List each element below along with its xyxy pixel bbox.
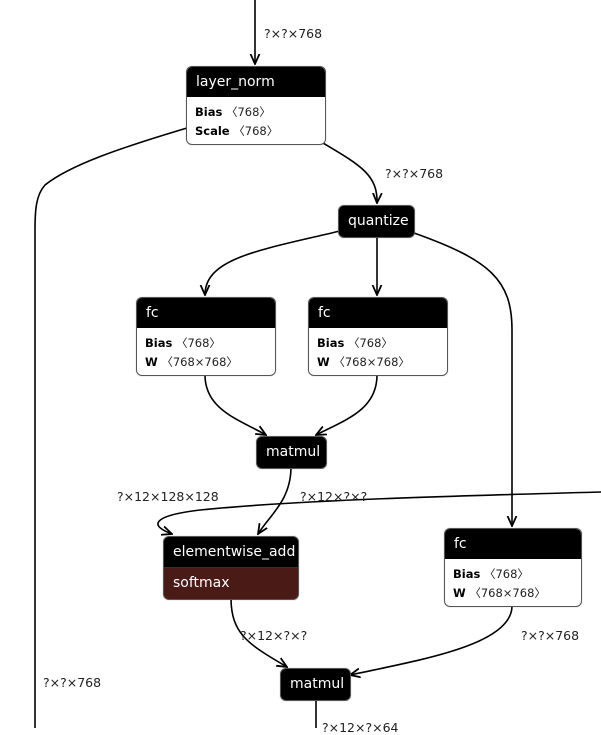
edge-label-layer-norm-quantize: ?×?×768 — [385, 166, 444, 181]
node-title: fc — [309, 298, 447, 328]
attr-name: W — [145, 355, 158, 369]
attr-name: Bias — [317, 336, 345, 350]
edge-layer-norm-quantize — [322, 142, 377, 203]
attr-name: Bias — [453, 567, 481, 581]
attr-value: 〈768×768〉 — [333, 355, 410, 369]
node-matmul-bottom[interactable]: matmul — [280, 668, 351, 701]
node-title: quantize — [339, 206, 414, 236]
attr-row: Bias 〈768〉 — [453, 565, 573, 584]
node-title: matmul — [257, 437, 326, 467]
attr-name: W — [453, 586, 466, 600]
fused-activation-softmax: softmax — [164, 567, 298, 599]
attr-value: 〈768〉 — [233, 124, 279, 138]
node-fc-left[interactable]: fc Bias 〈768〉 W 〈768×768〉 — [136, 297, 276, 376]
attr-row: W 〈768×768〉 — [145, 353, 267, 372]
attr-name: W — [317, 355, 330, 369]
attr-value: 〈768〉 — [483, 567, 529, 581]
node-title: layer_norm — [187, 67, 325, 97]
node-attributes: Bias 〈768〉 W 〈768×768〉 — [309, 328, 447, 375]
edge-fc-mid-matmul — [316, 374, 378, 435]
edge-fc-right-matmul — [350, 605, 513, 675]
attr-row: Bias 〈768〉 — [317, 334, 439, 353]
edge-label-softmax-matmul: ?×12×?×? — [240, 628, 308, 643]
attr-row: Bias 〈768〉 — [195, 103, 317, 122]
edge-label-residual: ?×?×768 — [43, 675, 102, 690]
node-title: fc — [137, 298, 275, 328]
node-attributes: Bias 〈768〉 W 〈768×768〉 — [445, 559, 581, 606]
edge-quantize-fc-right — [413, 232, 512, 526]
node-elementwise-add[interactable]: elementwise_add softmax — [163, 536, 299, 600]
node-title: elementwise_add — [164, 537, 298, 567]
edge-quantize-fc-left — [205, 230, 341, 295]
attr-row: Bias 〈768〉 — [145, 334, 267, 353]
node-quantize[interactable]: quantize — [338, 205, 415, 238]
node-title: matmul — [281, 669, 350, 699]
node-matmul-top[interactable]: matmul — [256, 436, 327, 469]
node-attributes: Bias 〈768〉 Scale 〈768〉 — [187, 97, 325, 144]
attr-value: 〈768×768〉 — [161, 355, 238, 369]
edge-softmax-matmul — [230, 597, 287, 667]
edge-layer-norm-residual — [34, 127, 188, 728]
attr-value: 〈768〉 — [347, 336, 393, 350]
edge-label-external-add: ?×12×128×128 — [117, 489, 219, 504]
edge-external-add — [157, 491, 601, 534]
node-title: fc — [445, 529, 581, 559]
attr-row: Scale 〈768〉 — [195, 122, 317, 141]
attr-value: 〈768〉 — [225, 105, 271, 119]
node-fc-right[interactable]: fc Bias 〈768〉 W 〈768×768〉 — [444, 528, 582, 607]
edge-label-matmul-add: ?×12×?×? — [300, 489, 368, 504]
attr-value: 〈768〉 — [175, 336, 221, 350]
node-attributes: Bias 〈768〉 W 〈768×768〉 — [137, 328, 275, 375]
attr-row: W 〈768×768〉 — [453, 584, 573, 603]
edge-matmul-add — [258, 466, 292, 534]
edge-label-input: ?×?×768 — [264, 26, 323, 41]
attr-name: Scale — [195, 124, 230, 138]
edge-label-fc-right-matmul: ?×?×768 — [521, 628, 580, 643]
attr-value: 〈768×768〉 — [469, 586, 546, 600]
node-fc-mid[interactable]: fc Bias 〈768〉 W 〈768×768〉 — [308, 297, 448, 376]
attr-name: Bias — [145, 336, 173, 350]
edge-fc-left-matmul — [204, 374, 266, 435]
attr-row: W 〈768×768〉 — [317, 353, 439, 372]
node-layer-norm[interactable]: layer_norm Bias 〈768〉 Scale 〈768〉 — [186, 66, 326, 145]
attr-name: Bias — [195, 105, 223, 119]
